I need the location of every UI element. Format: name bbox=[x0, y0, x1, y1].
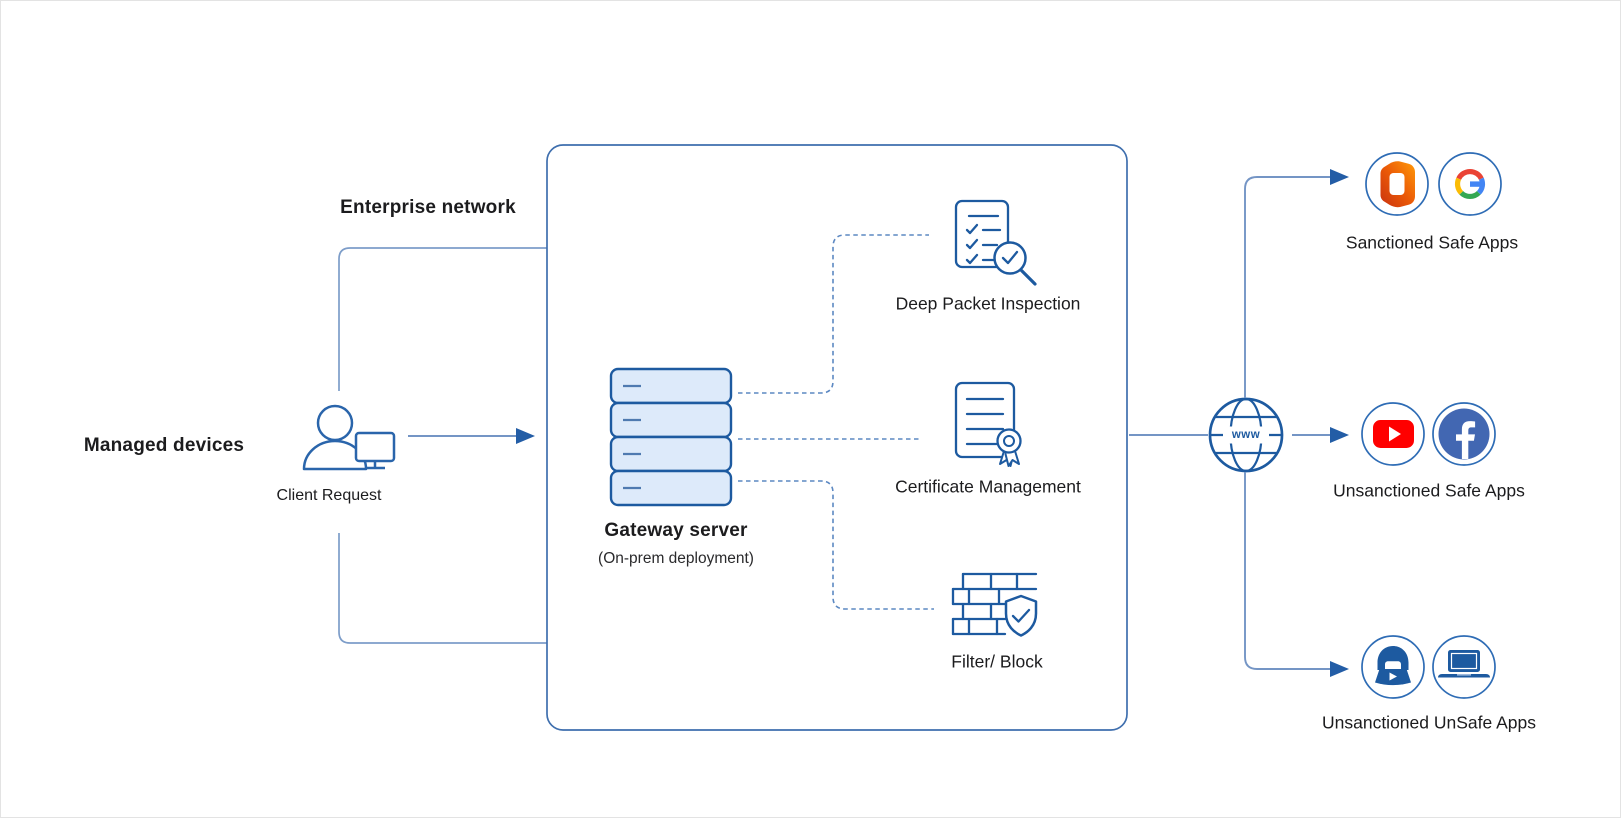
globe-to-unsanctioned-safe-arrow bbox=[1292, 427, 1349, 443]
dashed-connector-dpi bbox=[738, 234, 929, 394]
gateway-server-title: Gateway server bbox=[604, 520, 748, 541]
laptop-icon bbox=[1438, 650, 1490, 678]
gateway-server-subtitle: (On-prem deployment) bbox=[598, 550, 754, 567]
google-icon bbox=[1454, 168, 1486, 199]
server-stack-icon bbox=[609, 367, 733, 507]
enterprise-bracket bbox=[338, 247, 547, 644]
unsanctioned-unsafe-apps-label: Unsanctioned UnSafe Apps bbox=[1321, 712, 1537, 733]
hacker-icon bbox=[1375, 646, 1411, 686]
enterprise-network-box bbox=[546, 144, 1128, 731]
sanctioned-safe-apps-label: Sanctioned Safe Apps bbox=[1345, 232, 1519, 253]
microsoft-office-icon bbox=[1380, 161, 1415, 208]
managed-devices-label: Managed devices bbox=[83, 435, 245, 456]
client-request-label: Client Request bbox=[276, 487, 382, 504]
client-to-gateway-arrow bbox=[408, 428, 535, 444]
app-circle-hacker bbox=[1361, 635, 1425, 699]
certificate-management-label: Certificate Management bbox=[895, 476, 1081, 497]
person-with-monitor-icon bbox=[302, 404, 396, 471]
enterprise-network-label: Enterprise network bbox=[340, 197, 516, 218]
filter-block-label: Filter/ Block bbox=[951, 651, 1043, 672]
globe-icon bbox=[1208, 397, 1284, 473]
dashed-connector-filter bbox=[738, 480, 934, 610]
unsanctioned-safe-apps-label: Unsanctioned Safe Apps bbox=[1333, 480, 1525, 501]
youtube-icon bbox=[1373, 420, 1414, 448]
certificate-rosette-icon bbox=[954, 381, 1022, 467]
deep-packet-inspection-label: Deep Packet Inspection bbox=[895, 293, 1081, 314]
globe-www-label: www bbox=[1231, 429, 1261, 441]
firewall-shield-icon bbox=[951, 572, 1038, 637]
globe-to-unsanctioned-unsafe-arrow bbox=[1244, 472, 1349, 677]
checklist-magnifier-icon bbox=[954, 199, 1037, 286]
globe-to-sanctioned-arrow bbox=[1244, 169, 1349, 398]
facebook-icon bbox=[1438, 408, 1490, 460]
